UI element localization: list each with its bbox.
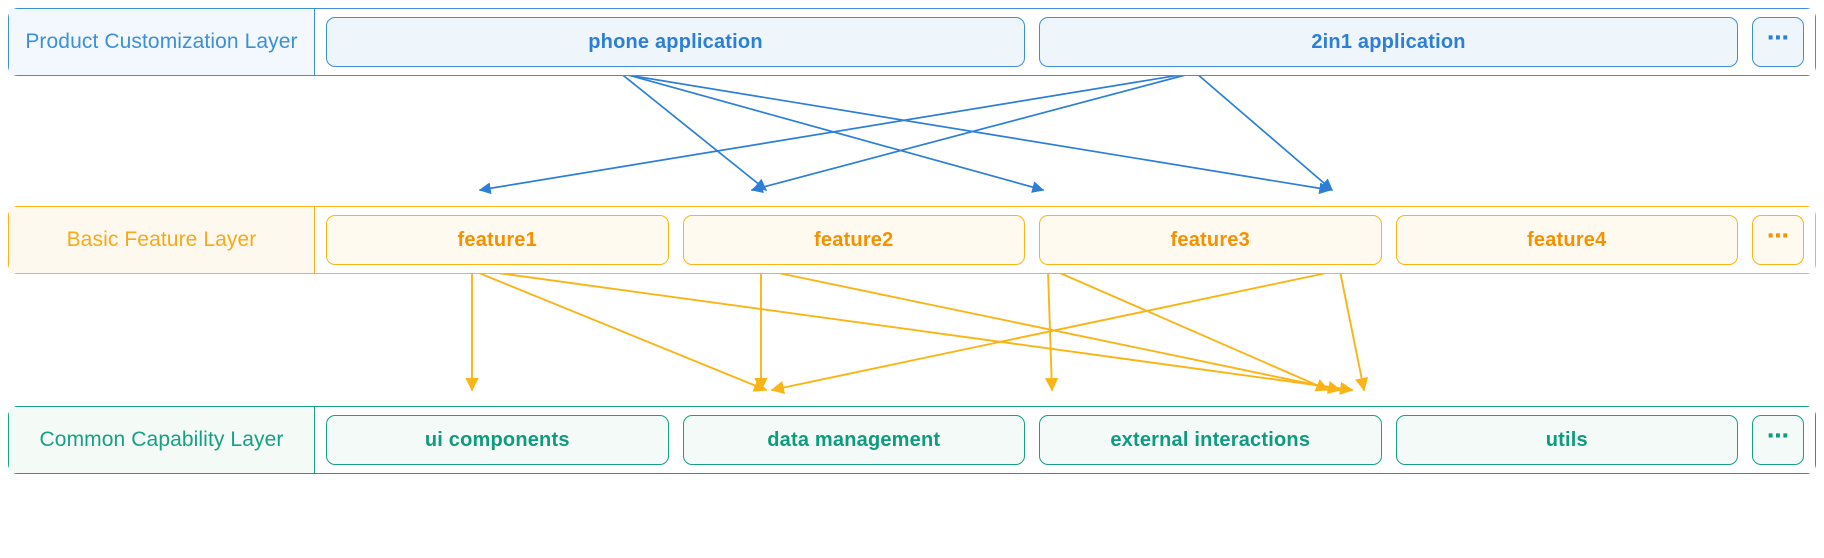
edges-product-to-feature bbox=[478, 71, 1333, 195]
feature-more-button[interactable]: ⋯ bbox=[1752, 215, 1804, 265]
node-feature2[interactable]: feature2 bbox=[682, 215, 1025, 265]
product-more-button[interactable]: ⋯ bbox=[1752, 17, 1804, 67]
layer-common-label: Common Capability Layer bbox=[9, 407, 314, 473]
edges-feature-to-common bbox=[465, 269, 1369, 395]
layer-product-nodes: phone application 2in1 application ⋯ bbox=[314, 9, 1815, 75]
node-utils[interactable]: utils bbox=[1395, 415, 1738, 465]
node-ui-components[interactable]: ui components bbox=[326, 415, 669, 465]
node-data-management[interactable]: data management bbox=[682, 415, 1025, 465]
common-more-button[interactable]: ⋯ bbox=[1752, 415, 1804, 465]
layer-common-capability: Common Capability Layer ui components da… bbox=[8, 406, 1816, 474]
layer-feature-nodes: feature1 feature2 feature3 feature4 ⋯ bbox=[314, 207, 1815, 273]
node-feature1[interactable]: feature1 bbox=[326, 215, 669, 265]
layer-product-label: Product Customization Layer bbox=[9, 9, 314, 75]
node-2in1-application[interactable]: 2in1 application bbox=[1039, 17, 1738, 67]
layer-common-nodes: ui components data management external i… bbox=[314, 407, 1815, 473]
node-feature4[interactable]: feature4 bbox=[1395, 215, 1738, 265]
layer-product-customization: Product Customization Layer phone applic… bbox=[8, 8, 1816, 76]
node-external-interactions[interactable]: external interactions bbox=[1039, 415, 1382, 465]
layer-basic-feature: Basic Feature Layer feature1 feature2 fe… bbox=[8, 206, 1816, 274]
node-feature3[interactable]: feature3 bbox=[1039, 215, 1382, 265]
node-phone-application[interactable]: phone application bbox=[326, 17, 1025, 67]
layer-feature-label: Basic Feature Layer bbox=[9, 207, 314, 273]
